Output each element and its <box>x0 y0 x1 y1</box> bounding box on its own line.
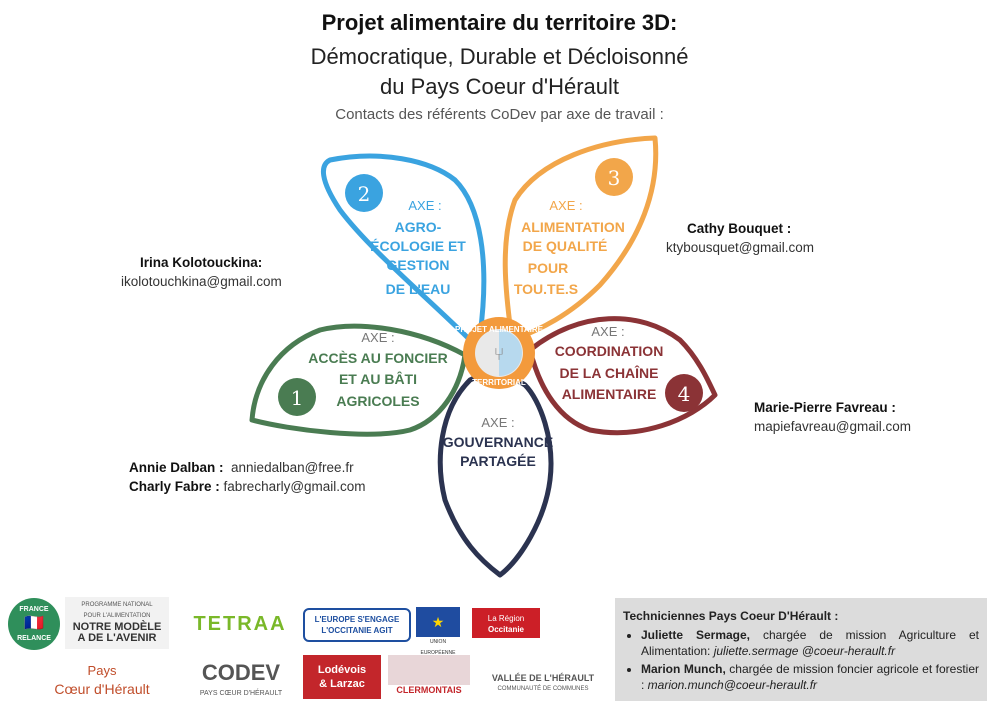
occitanie-region-logo: La Région Occitanie <box>472 608 540 638</box>
petal-3 <box>502 135 659 343</box>
contact-annie-name: Annie Dalban : <box>129 460 224 475</box>
technician-email[interactable]: marion.munch@coeur-herault.fr <box>647 678 818 692</box>
center-badge: PROJET ALIMENTAIRE TERRITORIAL ⑂ <box>455 317 544 389</box>
eu-flag-logo: ★ UNION EUROPÉENNE <box>416 607 460 656</box>
petal-5-line-1: GOUVERNANCE <box>443 434 553 450</box>
technicians-title: Techniciennes Pays Coeur D'Hérault : <box>623 609 839 623</box>
petal-5 <box>437 372 554 578</box>
petal-3-number: 3 <box>608 166 621 190</box>
contact-cathy-name: Cathy Bouquet : <box>687 221 792 236</box>
contact-annie-email[interactable]: anniedalban@free.fr <box>231 460 354 475</box>
petal-4-line-2: DE LA CHAÎNE <box>559 364 658 381</box>
petal-1-axe-label: AXE : <box>361 330 394 345</box>
contact-charly-email[interactable]: fabrecharly@gmail.com <box>223 479 366 494</box>
lodevois-larzac-logo: Lodévois & Larzac <box>303 655 381 699</box>
petal-4-line-1: COORDINATION <box>555 343 664 359</box>
contact-charly-name: Charly Fabre : <box>129 479 220 494</box>
petal-5-axe-label: AXE : <box>481 415 514 430</box>
petal-2-number: 2 <box>358 182 371 206</box>
petal-5-line-2: PARTAGÉE <box>460 453 536 469</box>
petal-1-line-1: ACCÈS AU FONCIER <box>308 350 448 366</box>
center-badge-text-bottom: TERRITORIAL <box>472 378 526 387</box>
petal-4-number: 4 <box>678 382 691 406</box>
petal-1-line-2: ET AU BÂTI <box>339 370 417 387</box>
petal-3-line-3: POUR <box>528 260 568 276</box>
eu-stars-icon: ★ <box>416 607 460 637</box>
cutlery-icon: ⑂ <box>494 344 505 364</box>
codev-logo: CODEV PAYS CŒUR D'HÉRAULT <box>199 660 283 697</box>
petal-3-axe-label: AXE : <box>549 198 582 213</box>
center-badge-text-top: PROJET ALIMENTAIRE <box>455 325 544 334</box>
contact-cathy: Cathy Bouquet : ktybousquet@gmail.com <box>666 219 814 257</box>
contact-irina-email[interactable]: ikolotouchkina@gmail.com <box>121 274 282 289</box>
contact-irina: Irina Kolotouckina: ikolotouchkina@gmail… <box>121 253 282 291</box>
petal-3-line-4: TOU.TE.S <box>514 281 578 297</box>
contact-marie-name: Marie-Pierre Favreau : <box>754 400 896 415</box>
title-line-2: Démocratique, Durable et Décloisonné <box>310 44 689 69</box>
contact-irina-name: Irina Kolotouckina: <box>140 255 263 270</box>
petal-2 <box>320 153 487 343</box>
pays-coeur-herault-logo: Pays Cœur d'Hérault <box>54 663 150 697</box>
pna-logo: PROGRAMME NATIONAL POUR L'ALIMENTATION N… <box>65 597 169 649</box>
contact-marie-email[interactable]: mapiefavreau@gmail.com <box>754 419 912 434</box>
petal-2-number-badge: 2 <box>345 174 383 212</box>
contact-annie-charly: Annie Dalban : anniedalban@free.fr Charl… <box>129 458 366 496</box>
clermontais-logo: CLERMONTAIS <box>388 655 470 701</box>
petal-4-axe-label: AXE : <box>591 324 624 339</box>
petal-2-line-3: GESTION <box>386 257 449 273</box>
technician-email[interactable]: juliette.sermage @coeur-herault.fr <box>713 644 896 658</box>
contact-marie: Marie-Pierre Favreau : mapiefavreau@gmai… <box>754 398 911 436</box>
clermontais-emblem-icon <box>388 655 470 685</box>
petal-3-line-1: ALIMENTATION <box>521 219 625 235</box>
technicians-list: Juliette Sermage, chargée de mission Agr… <box>623 627 979 693</box>
petal-1-number: 1 <box>291 386 304 410</box>
vallee-herault-logo: VALLÉE DE L'HÉRAULT COMMUNAUTÉ DE COMMUN… <box>491 673 595 692</box>
title-line-1: Projet alimentaire du territoire 3D: <box>321 10 678 35</box>
petal-2-line-2: ÉCOLOGIE ET <box>370 238 466 254</box>
petal-2-line-1: AGRO- <box>395 219 442 235</box>
technicians-box: Techniciennes Pays Coeur D'Hérault : Jul… <box>615 598 987 701</box>
list-item: Marion Munch, chargée de mission foncier… <box>641 661 979 693</box>
europe-occitanie-logo: L'EUROPE S'ENGAGE L'OCCITANIE AGIT <box>303 608 411 642</box>
tetraa-logo: TETRAA <box>193 613 287 635</box>
petal-4-line-3: ALIMENTAIRE <box>562 386 657 402</box>
list-item: Juliette Sermage, chargée de mission Agr… <box>641 627 979 659</box>
subtitle: Contacts des référents CoDev par axe de … <box>335 106 664 123</box>
petal-4-number-badge: 4 <box>665 374 703 412</box>
petal-1 <box>249 323 468 437</box>
petal-1-number-badge: 1 <box>278 378 316 416</box>
france-relance-logo: FRANCE 🇫🇷 RELANCE <box>8 598 60 650</box>
petal-3-number-badge: 3 <box>595 158 633 196</box>
contact-cathy-email[interactable]: ktybousquet@gmail.com <box>666 240 815 255</box>
petal-2-axe-label: AXE : <box>408 198 441 213</box>
petal-4 <box>527 316 718 436</box>
petal-1-line-3: AGRICOLES <box>336 393 419 409</box>
petal-2-line-4: DE L'EAU <box>386 281 451 297</box>
petal-3-line-2: DE QUALITÉ <box>523 238 608 254</box>
title-line-3: du Pays Coeur d'Hérault <box>380 74 619 99</box>
